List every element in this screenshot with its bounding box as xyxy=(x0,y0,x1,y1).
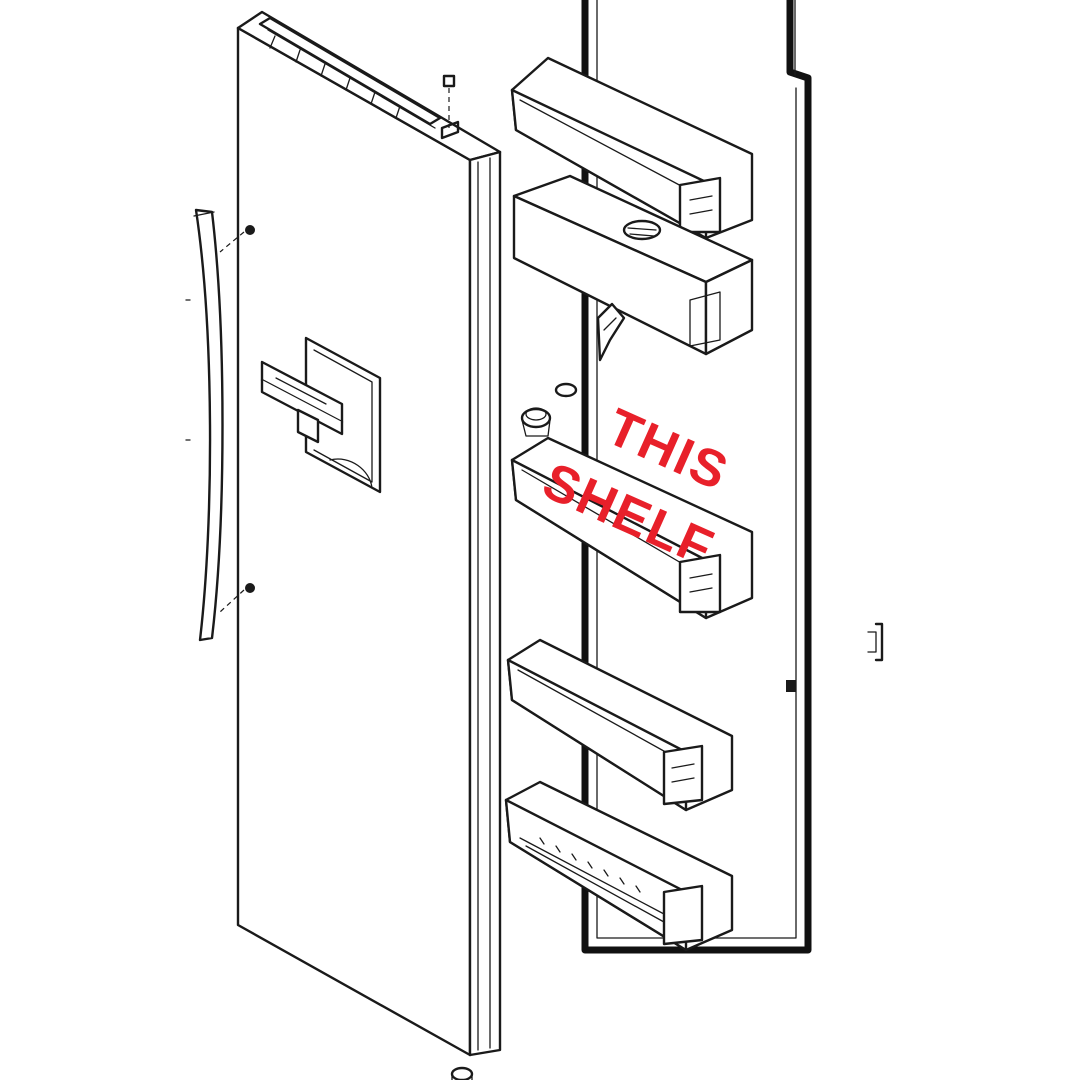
door-bin-3-target-shelf xyxy=(510,436,754,620)
door-bin-1 xyxy=(510,56,754,240)
door-bin-2-covered xyxy=(512,174,754,356)
door-bin-4 xyxy=(506,638,734,812)
handle-screws xyxy=(219,225,255,613)
door-handle xyxy=(185,208,224,642)
door-panel xyxy=(236,10,502,1057)
door-top-cap xyxy=(258,16,442,129)
top-hinge-screw xyxy=(440,74,460,140)
door-bin-5 xyxy=(504,780,734,952)
water-dispenser xyxy=(260,336,382,494)
filter-cartridge-parts xyxy=(520,302,626,437)
side-clip-part xyxy=(867,622,884,662)
bottom-hinge-part xyxy=(450,1066,474,1080)
